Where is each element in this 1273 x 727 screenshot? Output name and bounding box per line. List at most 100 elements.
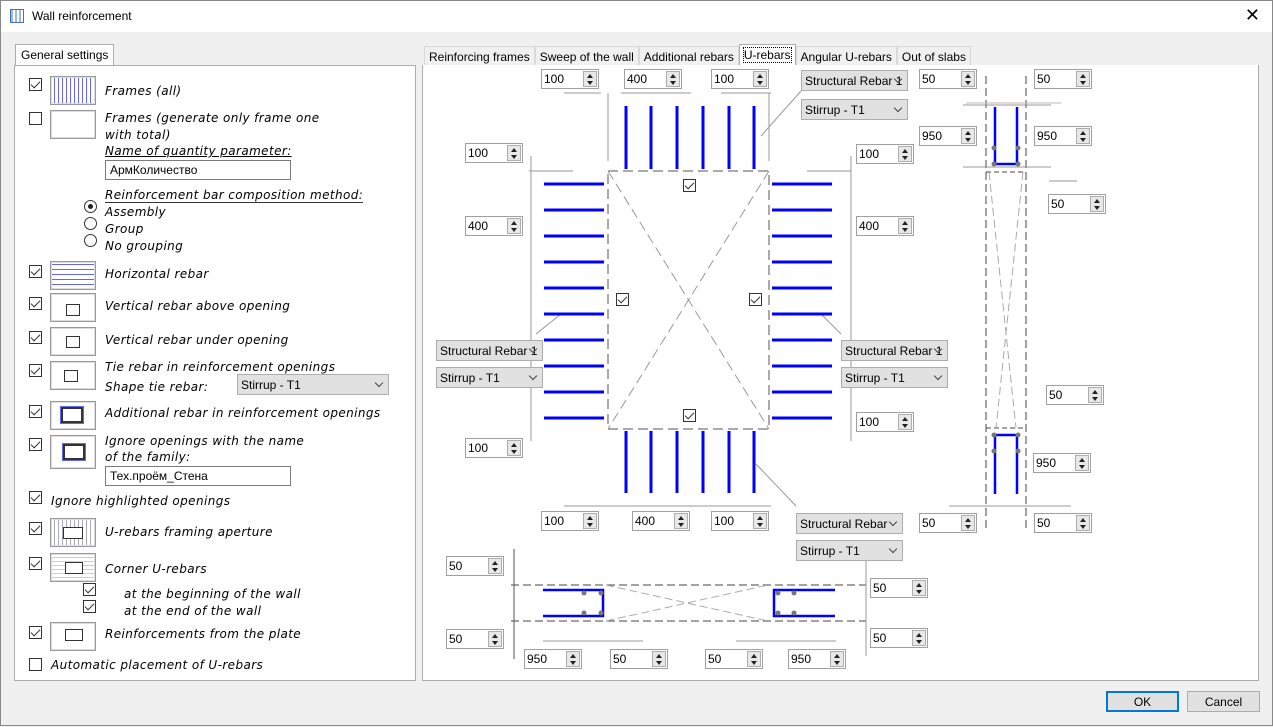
rebar-type-dropdown[interactable]: Structural Rebar	[796, 513, 903, 534]
dimension-spinner[interactable]: 50	[919, 513, 977, 533]
frames-all-checkbox[interactable]	[29, 78, 42, 91]
spinner-arrows-icon[interactable]	[652, 651, 666, 667]
horizontal-rebar-checkbox[interactable]	[29, 265, 42, 278]
spinner-arrows-icon[interactable]	[961, 71, 975, 87]
rebar-type-dropdown[interactable]: Structural Rebar 1	[801, 70, 908, 91]
tab-reinforcing-frames[interactable]: Reinforcing frames	[424, 46, 535, 67]
spinner-arrows-icon[interactable]	[961, 515, 975, 531]
spinner-arrows-icon[interactable]	[1090, 196, 1104, 212]
rebar-type-dropdown[interactable]: Structural Rebar 1	[841, 340, 948, 361]
spinner-arrows-icon[interactable]	[898, 414, 912, 430]
corner-u-rebars-checkbox[interactable]	[29, 557, 42, 570]
spinner-arrows-icon[interactable]	[753, 513, 767, 529]
spinner-arrows-icon[interactable]	[674, 513, 688, 529]
right-rebars-checkbox[interactable]	[749, 293, 762, 306]
tab-general-settings[interactable]: General settings	[15, 44, 115, 67]
tab-u-rebars[interactable]: U-rebars	[738, 44, 796, 67]
close-icon[interactable]: ✕	[1244, 5, 1260, 25]
dimension-spinner[interactable]: 950	[919, 126, 977, 146]
spinner-arrows-icon[interactable]	[912, 580, 926, 596]
spinner-arrows-icon[interactable]	[898, 218, 912, 234]
spinner-arrows-icon[interactable]	[583, 513, 597, 529]
rebar-type-dropdown[interactable]: Structural Rebar 1	[436, 340, 543, 361]
tie-rebar-checkbox[interactable]	[29, 364, 42, 377]
dimension-spinner[interactable]: 50	[705, 649, 763, 669]
tab-sweep-of-wall[interactable]: Sweep of the wall	[534, 46, 639, 67]
ignore-highlighted-checkbox[interactable]	[29, 491, 42, 504]
additional-rebar-checkbox[interactable]	[29, 405, 42, 418]
bottom-rebars-checkbox[interactable]	[683, 409, 696, 422]
radio-no-grouping[interactable]	[84, 234, 97, 247]
dimension-spinner[interactable]: 950	[524, 649, 582, 669]
spinner-arrows-icon[interactable]	[507, 145, 521, 161]
spinner-value: 950	[922, 129, 943, 143]
shape-tie-dropdown[interactable]: Stirrup - T1	[237, 374, 389, 395]
dimension-spinner[interactable]: 50	[610, 649, 668, 669]
spinner-arrows-icon[interactable]	[961, 128, 975, 144]
dimension-spinner[interactable]: 950	[788, 649, 846, 669]
spinner-arrows-icon[interactable]	[1075, 455, 1089, 471]
rebar-type-dropdown[interactable]: Stirrup - T1	[436, 367, 543, 388]
spinner-arrows-icon[interactable]	[583, 71, 597, 87]
spinner-arrows-icon[interactable]	[830, 651, 844, 667]
dimension-spinner[interactable]: 400	[465, 216, 523, 236]
spinner-arrows-icon[interactable]	[488, 558, 502, 574]
dimension-spinner[interactable]: 400	[856, 216, 914, 236]
spinner-arrows-icon[interactable]	[1076, 515, 1090, 531]
spinner-arrows-icon[interactable]	[747, 651, 761, 667]
radio-group[interactable]	[84, 217, 97, 230]
dimension-spinner[interactable]: 100	[856, 412, 914, 432]
dimension-spinner[interactable]: 950	[1034, 126, 1092, 146]
rebar-type-dropdown[interactable]: Stirrup - T1	[801, 99, 908, 120]
ok-button[interactable]: OK	[1106, 691, 1179, 712]
spinner-arrows-icon[interactable]	[1076, 71, 1090, 87]
ignore-openings-checkbox[interactable]	[29, 438, 42, 451]
spinner-arrows-icon[interactable]	[566, 651, 580, 667]
vertical-above-checkbox[interactable]	[29, 297, 42, 310]
tab-angular-u-rebars[interactable]: Angular U-rebars	[795, 46, 897, 67]
spinner-arrows-icon[interactable]	[666, 71, 680, 87]
dimension-spinner[interactable]: 400	[624, 69, 682, 89]
dimension-spinner[interactable]: 50	[446, 556, 504, 576]
dimension-spinner[interactable]: 50	[446, 629, 504, 649]
u-rebars-framing-checkbox[interactable]	[29, 522, 42, 535]
spinner-arrows-icon[interactable]	[912, 630, 926, 646]
dimension-spinner[interactable]: 50	[870, 578, 928, 598]
dimension-spinner[interactable]: 50	[919, 69, 977, 89]
dimension-spinner[interactable]: 100	[711, 511, 769, 531]
plate-reinforcement-checkbox[interactable]	[29, 626, 42, 639]
dimension-spinner[interactable]: 50	[870, 628, 928, 648]
rebar-type-dropdown[interactable]: Stirrup - T1	[841, 367, 948, 388]
vertical-under-checkbox[interactable]	[29, 331, 42, 344]
rebar-type-dropdown[interactable]: Stirrup - T1	[796, 540, 903, 561]
quantity-param-input[interactable]: АрмКоличество	[105, 160, 291, 180]
spinner-arrows-icon[interactable]	[507, 440, 521, 456]
dimension-spinner[interactable]: 50	[1034, 513, 1092, 533]
dimension-spinner[interactable]: 50	[1046, 385, 1104, 405]
spinner-arrows-icon[interactable]	[488, 631, 502, 647]
dimension-spinner[interactable]: 100	[856, 144, 914, 164]
frames-one-checkbox[interactable]	[29, 112, 42, 125]
dimension-spinner[interactable]: 100	[465, 438, 523, 458]
corner-end-checkbox[interactable]	[83, 600, 96, 613]
cancel-button[interactable]: Cancel	[1187, 691, 1260, 712]
dimension-spinner[interactable]: 100	[711, 69, 769, 89]
spinner-arrows-icon[interactable]	[1088, 387, 1102, 403]
dimension-spinner[interactable]: 400	[632, 511, 690, 531]
spinner-arrows-icon[interactable]	[898, 146, 912, 162]
spinner-arrows-icon[interactable]	[1076, 128, 1090, 144]
corner-beginning-checkbox[interactable]	[83, 583, 96, 596]
dimension-spinner[interactable]: 100	[541, 69, 599, 89]
dimension-spinner[interactable]: 100	[465, 143, 523, 163]
dimension-spinner[interactable]: 50	[1048, 194, 1106, 214]
left-rebars-checkbox[interactable]	[616, 293, 629, 306]
radio-assembly[interactable]	[84, 200, 97, 213]
auto-placement-checkbox[interactable]	[29, 658, 42, 671]
spinner-arrows-icon[interactable]	[507, 218, 521, 234]
family-name-input[interactable]: Тех.проём_Стена	[105, 466, 291, 486]
dimension-spinner[interactable]: 50	[1034, 69, 1092, 89]
dimension-spinner[interactable]: 950	[1033, 453, 1091, 473]
dimension-spinner[interactable]: 100	[541, 511, 599, 531]
top-rebars-checkbox[interactable]	[683, 179, 696, 192]
spinner-arrows-icon[interactable]	[753, 71, 767, 87]
